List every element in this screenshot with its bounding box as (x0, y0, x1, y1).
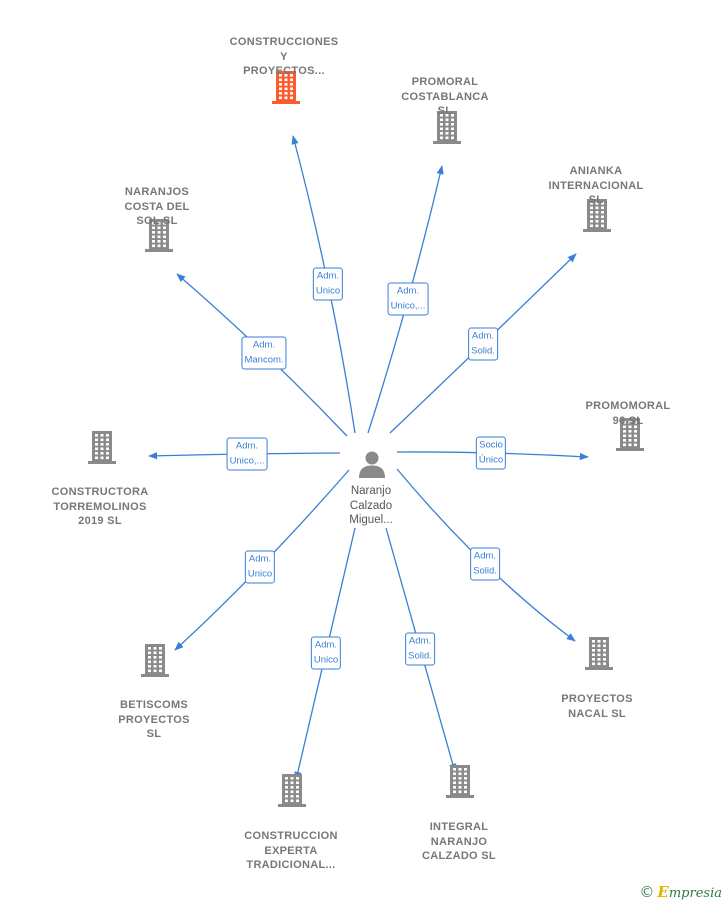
company-name[interactable]: CONSTRUCCIONES Y PROYECTOS... (229, 36, 339, 77)
building-icon[interactable] (144, 218, 174, 252)
company-name[interactable]: CONSTRUCTORA TORREMOLINOS 2019 SL (51, 486, 149, 527)
role-badge: Adm. Unico,... (387, 282, 429, 316)
building-icon[interactable] (432, 110, 462, 144)
role-badge: Adm. Solid. (470, 547, 500, 581)
building-icon[interactable] (445, 764, 475, 798)
role-badge: Adm. Unico (310, 636, 342, 670)
company-name[interactable]: BETISCOMS PROYECTOS SL (118, 699, 190, 740)
role-badge: Adm. Unico,... (226, 437, 268, 471)
company-name[interactable]: NARANJOS COSTA DEL SOL SL (124, 186, 190, 227)
company-name[interactable]: PROMOMORAL 96 SL (585, 400, 671, 427)
copyright-icon: © (639, 883, 655, 901)
role-badge: Adm. Solid. (468, 327, 498, 361)
empresia-logo: ©Empresia (639, 883, 722, 901)
company-name[interactable]: ANIANKA INTERNACIONAL SL (548, 165, 644, 206)
company-name[interactable]: PROYECTOS NACAL SL (561, 693, 633, 720)
building-icon[interactable] (271, 70, 301, 104)
center-person-name[interactable]: Naranjo Calzado Miguel... (349, 485, 393, 526)
company-name[interactable]: INTEGRAL NARANJO CALZADO SL (422, 821, 496, 862)
building-icon[interactable] (140, 643, 170, 677)
building-icon[interactable] (87, 430, 117, 464)
role-badge: Adm. Mancom. (241, 336, 287, 370)
building-icon[interactable] (277, 773, 307, 807)
role-badge: Adm. Unico (312, 267, 344, 301)
building-icon[interactable] (584, 636, 614, 670)
building-icon[interactable] (582, 198, 612, 232)
role-badge: Adm. Unico (244, 550, 276, 584)
company-name[interactable]: PROMORAL COSTABLANCA SL (401, 76, 489, 117)
building-icon[interactable] (615, 417, 645, 451)
company-name[interactable]: CONSTRUCCION EXPERTA TRADICIONAL... (244, 830, 338, 871)
role-badge: Adm. Solid. (405, 632, 435, 666)
person-icon[interactable] (357, 449, 387, 479)
role-badge: Socio Único (475, 436, 507, 470)
